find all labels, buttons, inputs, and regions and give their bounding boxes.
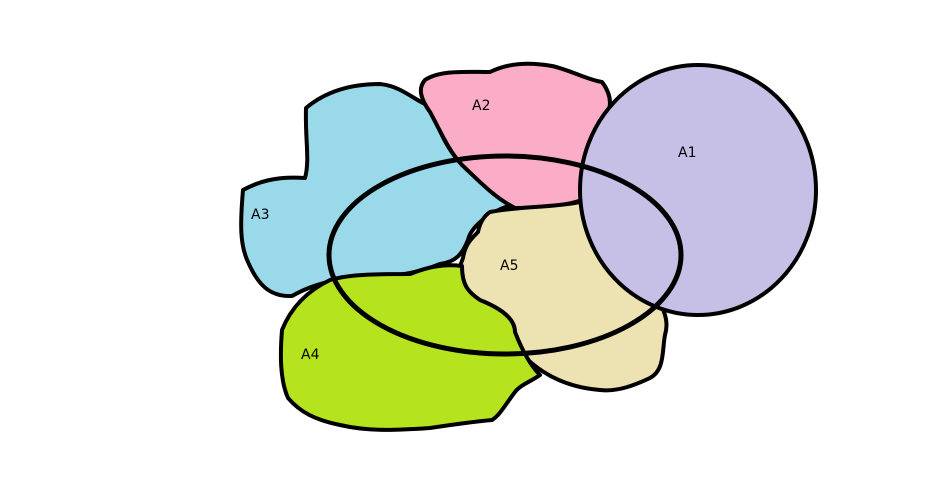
label-a4: A4: [301, 347, 320, 363]
label-a2: A2: [472, 98, 490, 114]
central-ellipse-outline: [326, 153, 684, 357]
label-a1: A1: [678, 145, 696, 161]
region-a1: [578, 63, 818, 317]
label-a5: A5: [500, 258, 518, 274]
label-a3: A3: [251, 207, 269, 223]
region-a4: [278, 263, 542, 432]
